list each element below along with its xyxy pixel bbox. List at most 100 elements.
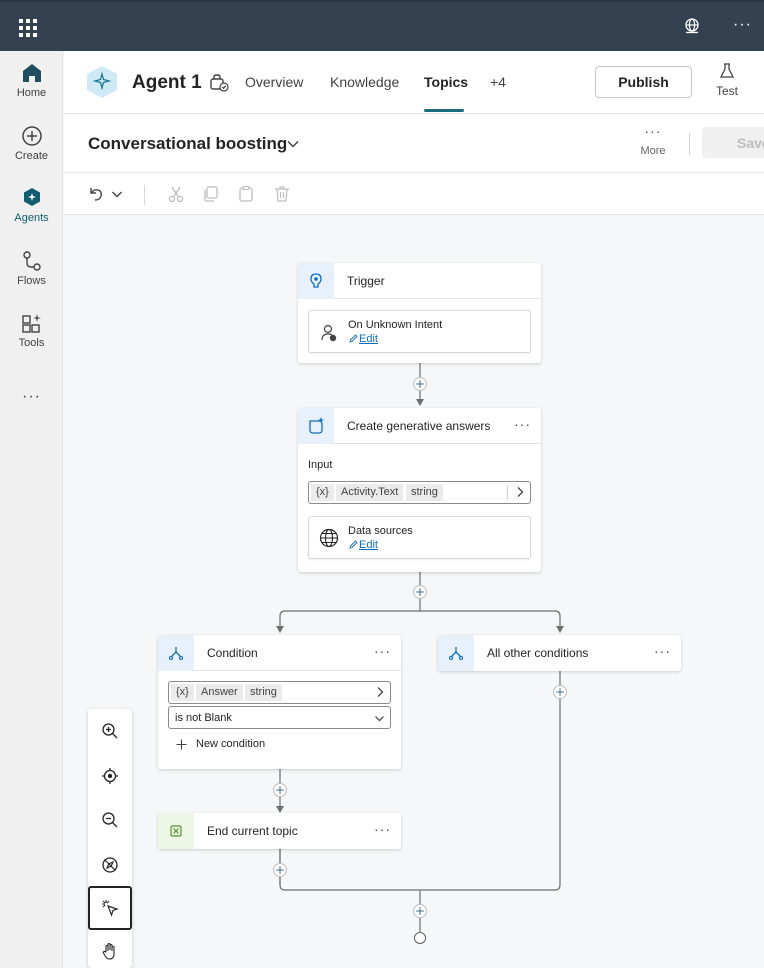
topic-bar: Conversational boosting ··· More Save bbox=[64, 114, 764, 173]
input-label: Input bbox=[308, 459, 333, 471]
rail-item-label: Home bbox=[16, 87, 47, 99]
select-mode-button[interactable] bbox=[88, 886, 132, 930]
trigger-edit-link[interactable]: Edit bbox=[359, 333, 378, 345]
agent-icon bbox=[23, 188, 40, 206]
node-header: End current topic ··· bbox=[158, 813, 401, 849]
zoom-out-icon bbox=[102, 812, 118, 828]
chevron-right-icon bbox=[517, 487, 524, 497]
operator-dropdown[interactable]: is not Blank bbox=[168, 706, 391, 729]
rail-more-icon[interactable]: ··· bbox=[22, 388, 41, 405]
variable-name: Activity.Text bbox=[336, 484, 404, 501]
tab-more[interactable]: +4 bbox=[490, 74, 506, 90]
node-menu-icon[interactable]: ··· bbox=[374, 643, 391, 659]
tools-icon bbox=[21, 314, 41, 333]
publish-button[interactable]: Publish bbox=[595, 66, 692, 98]
node-menu-icon[interactable]: ··· bbox=[514, 416, 531, 432]
input-variable[interactable]: {x} Activity.Text string bbox=[308, 481, 531, 504]
left-rail: Home Create Agents Flows Tools ··· bbox=[0, 51, 63, 968]
chevron-down-icon bbox=[375, 716, 384, 722]
test-button[interactable]: Test bbox=[709, 63, 745, 98]
rail-item-label: Tools bbox=[18, 337, 45, 349]
data-sources-title: Data sources bbox=[348, 525, 413, 537]
rail-item-create[interactable]: Create bbox=[0, 124, 63, 162]
rail-item-flows[interactable]: Flows bbox=[0, 249, 63, 287]
flask-icon bbox=[719, 63, 735, 78]
rail-item-tools[interactable]: Tools bbox=[0, 311, 63, 349]
test-label: Test bbox=[715, 84, 738, 98]
trigger-card-title: On Unknown Intent bbox=[348, 319, 443, 331]
node-title: Create generative answers bbox=[347, 419, 491, 433]
add-node-button[interactable]: + bbox=[413, 377, 427, 391]
agent-logo-icon bbox=[87, 66, 117, 98]
zoom-controls bbox=[88, 709, 132, 968]
end-topic-node[interactable]: End current topic ··· bbox=[158, 813, 401, 849]
add-node-button[interactable]: + bbox=[553, 685, 567, 699]
more-icon[interactable]: ··· bbox=[733, 16, 752, 33]
flow-connectors bbox=[276, 363, 564, 932]
compass-icon bbox=[102, 857, 118, 873]
add-icon bbox=[176, 739, 187, 750]
hide-minimap-button[interactable] bbox=[88, 843, 132, 887]
chevron-down-icon[interactable] bbox=[286, 137, 300, 151]
edit-icon bbox=[349, 540, 358, 549]
save-button[interactable]: Save bbox=[702, 127, 764, 158]
cursor-select-icon bbox=[102, 900, 119, 917]
agent-status-icon[interactable] bbox=[209, 73, 229, 93]
tab-topics[interactable]: Topics bbox=[424, 74, 469, 90]
generative-answers-node[interactable]: Create generative answers ··· Input {x} … bbox=[298, 408, 541, 572]
rail-item-label: Flows bbox=[17, 275, 46, 287]
hand-icon bbox=[102, 942, 115, 960]
new-condition-button[interactable]: New condition bbox=[196, 738, 266, 750]
chevron-down-icon[interactable] bbox=[111, 188, 123, 200]
rail-item-home[interactable]: Home bbox=[0, 61, 63, 99]
add-node-button[interactable]: + bbox=[273, 783, 287, 797]
node-menu-icon[interactable]: ··· bbox=[374, 821, 391, 837]
tab-overview[interactable]: Overview bbox=[245, 74, 304, 90]
variable-icon: {x} bbox=[311, 484, 334, 501]
recenter-icon bbox=[102, 768, 118, 784]
paste-icon[interactable] bbox=[237, 185, 255, 203]
app-launcher-icon[interactable] bbox=[19, 19, 37, 37]
topic-canvas[interactable]: Trigger On Unknown Intent Edit + Create … bbox=[64, 215, 764, 968]
add-node-button[interactable]: + bbox=[413, 585, 427, 599]
pan-mode-button[interactable] bbox=[88, 929, 132, 968]
copy-icon[interactable] bbox=[202, 185, 220, 203]
node-title: Condition bbox=[207, 646, 258, 660]
agent-header: Agent 1 Overview Knowledge Topics +4 Pub… bbox=[64, 51, 764, 114]
more-label: More bbox=[640, 145, 666, 157]
other-conditions-node[interactable]: All other conditions ··· bbox=[438, 635, 681, 671]
generative-answers-icon bbox=[298, 408, 334, 444]
tab-knowledge[interactable]: Knowledge bbox=[330, 74, 400, 90]
rail-item-label: Create bbox=[14, 150, 49, 162]
zoom-in-icon bbox=[102, 723, 118, 739]
top-bar: ··· bbox=[0, 0, 764, 51]
zoom-in-button[interactable] bbox=[88, 709, 132, 753]
active-tab-indicator bbox=[424, 109, 464, 112]
rail-item-label: Agents bbox=[14, 212, 49, 224]
node-title: Trigger bbox=[347, 274, 385, 288]
node-title: All other conditions bbox=[487, 646, 589, 660]
data-sources-card[interactable]: Data sources Edit bbox=[308, 516, 531, 559]
condition-node[interactable]: Condition ··· {x} Answer string is not B… bbox=[158, 635, 401, 769]
trigger-node[interactable]: Trigger On Unknown Intent Edit bbox=[298, 263, 541, 363]
environment-icon[interactable] bbox=[683, 17, 701, 38]
variable-type: string bbox=[406, 484, 443, 501]
globe-icon bbox=[319, 528, 339, 548]
add-node-button[interactable]: + bbox=[413, 904, 427, 918]
cut-icon[interactable] bbox=[167, 185, 185, 203]
recenter-button[interactable] bbox=[88, 754, 132, 798]
branch-icon bbox=[158, 635, 194, 671]
flow-icon bbox=[22, 251, 41, 271]
topic-title[interactable]: Conversational boosting bbox=[88, 134, 288, 153]
more-button[interactable]: ··· More bbox=[637, 124, 669, 157]
node-menu-icon[interactable]: ··· bbox=[654, 643, 671, 659]
rail-item-agents[interactable]: Agents bbox=[0, 186, 63, 224]
branch-icon bbox=[438, 635, 474, 671]
delete-icon[interactable] bbox=[273, 185, 291, 203]
zoom-out-button[interactable] bbox=[88, 798, 132, 842]
trigger-card[interactable]: On Unknown Intent Edit bbox=[308, 310, 531, 353]
add-node-button[interactable]: + bbox=[273, 863, 287, 877]
undo-icon[interactable] bbox=[87, 185, 105, 203]
condition-variable[interactable]: {x} Answer string bbox=[168, 681, 391, 704]
data-sources-edit-link[interactable]: Edit bbox=[359, 539, 378, 551]
